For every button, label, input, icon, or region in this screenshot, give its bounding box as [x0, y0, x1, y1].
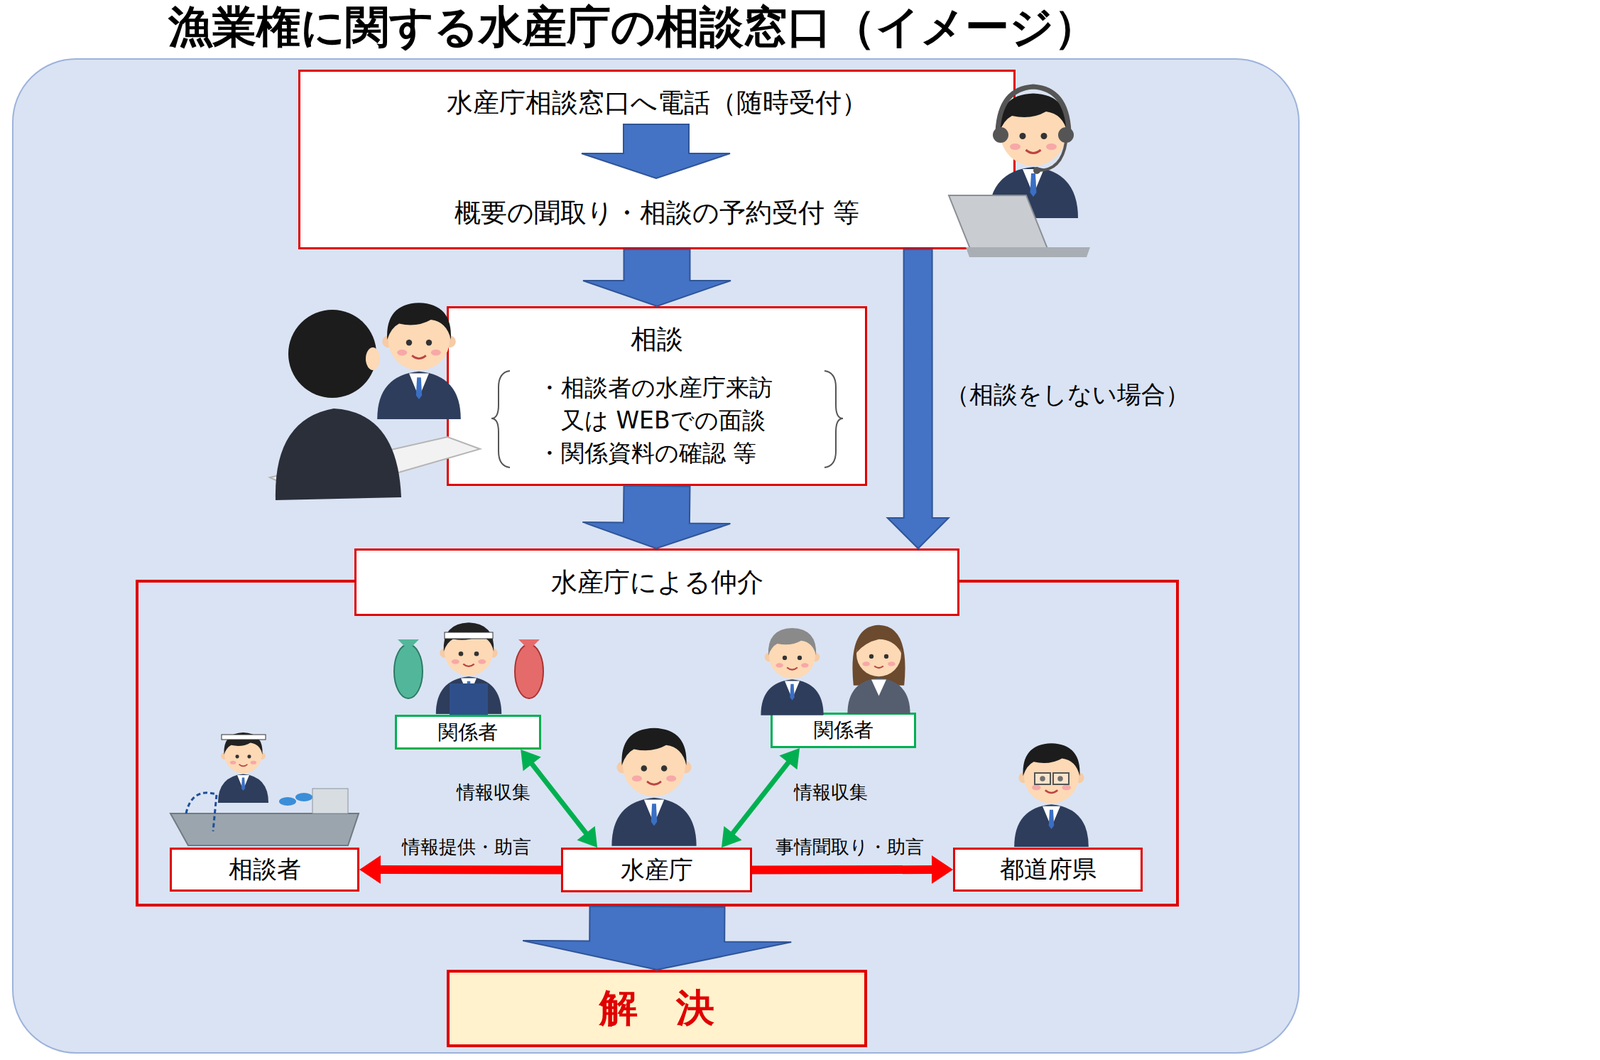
block-arrow: [582, 485, 731, 549]
group-box: 水産庁による仲介関係者 関係者相談者 水産庁 都道府県: [135, 548, 1179, 907]
party-box: 都道府県: [953, 847, 1143, 892]
arrow-head: [931, 855, 954, 884]
boat-illustration-part: [218, 732, 269, 803]
block-arrow: [583, 249, 731, 307]
bullet-list: ・相談者の水産庁来訪 又は WEBでの面談・関係資料の確認 等: [537, 371, 822, 470]
edge-label: 事情聞取り・助言: [775, 834, 924, 860]
desk-illustration: [269, 302, 481, 500]
connector-arrow: [752, 855, 954, 884]
desk-illustration-part: [269, 436, 481, 498]
operator-illustration-part: [1038, 142, 1066, 171]
operator-illustration-part: [988, 93, 1079, 219]
operator-illustration: [948, 86, 1091, 258]
connector-arrow: [359, 855, 562, 884]
operator-illustration-part: [992, 127, 1009, 143]
bullet-item: ・相談者の水産庁来訪 又は WEBでの面談: [537, 371, 822, 437]
box-text: 水産庁: [620, 853, 694, 887]
block-arrow: [887, 249, 949, 549]
bullet-item: ・関係資料の確認 等: [537, 436, 822, 470]
box-text: 水産庁相談窓口へ電話（随時受付）: [446, 87, 868, 119]
block-arrow-shape: [582, 485, 731, 549]
list-bracket-part: [491, 370, 510, 468]
box-text: 都道府県: [999, 852, 1097, 886]
connector-line: [531, 762, 587, 834]
boat-illustration-part: [170, 813, 359, 846]
connector-arrow: [520, 749, 598, 848]
arrow-head: [721, 825, 743, 848]
box-heading: 相談: [448, 323, 865, 356]
operator-illustration-part: [1058, 127, 1074, 143]
boat-illustration-part: [312, 788, 348, 814]
fisherman-illustration: [394, 622, 544, 715]
connector-arrow: [721, 747, 800, 848]
block-arrow-shape: [887, 249, 949, 549]
edge-label: （相談をしない場合）: [945, 378, 1190, 412]
office-people-illustration-part: [847, 624, 910, 714]
box-text: 概要の聞取り・相談の予約受付 等: [454, 197, 860, 229]
operator-illustration-part: [965, 247, 1091, 258]
party-box: 水産庁: [561, 847, 753, 892]
arrow-head: [577, 825, 598, 848]
boat-illustration-part: [221, 734, 266, 740]
party-box: 関係者: [394, 714, 542, 750]
operator-illustration-part: [997, 86, 1069, 132]
operator-illustration-part: [1033, 166, 1041, 174]
connector-line: [379, 864, 562, 874]
boat-illustration-part: [279, 796, 297, 806]
desk-illustration-part: [365, 347, 380, 370]
block-arrow: [522, 906, 792, 971]
prefecture-official-illustration: [1014, 742, 1089, 847]
office-people-illustration-part: [760, 627, 824, 716]
fisherman-illustration-part: [449, 683, 488, 715]
list-bracket: [491, 370, 843, 468]
box-text: 関係者: [438, 718, 498, 746]
prefecture-official-illustration-part: [1053, 772, 1069, 785]
block-arrow-shape: [522, 906, 792, 971]
process-box: 水産庁相談窓口へ電話（随時受付） 概要の聞取り・相談の予約受付 等: [298, 69, 1016, 250]
fisherman-illustration-part: [444, 632, 493, 639]
box-text: 相談者: [228, 852, 302, 886]
group-heading: 水産庁による仲介: [551, 564, 764, 601]
list-bracket-part: [824, 370, 843, 468]
prefecture-official-illustration-part: [1034, 772, 1051, 785]
box-text: 解 決: [599, 982, 715, 1034]
office-people-illustration: [760, 624, 910, 716]
boat-illustration: [170, 732, 359, 846]
operator-illustration-part: [948, 195, 1048, 249]
block-arrow-shape: [583, 249, 731, 307]
party-box: 関係者: [770, 712, 917, 748]
prefecture-official-illustration-part: [1014, 742, 1089, 847]
inner-arrow-part: [581, 124, 731, 179]
arrow-head: [779, 747, 800, 770]
boat-illustration-part: [186, 792, 217, 831]
official-illustration: [611, 727, 696, 846]
edge-label: 情報提供・助言: [401, 834, 532, 860]
fisherman-illustration-part: [518, 639, 540, 650]
box-text: 関係者: [813, 716, 874, 744]
fisherman-illustration-part: [436, 622, 502, 714]
party-box: 相談者: [169, 847, 360, 892]
edge-label: 情報収集: [456, 779, 531, 805]
fisherman-illustration-part: [514, 644, 544, 699]
desk-illustration-part: [275, 408, 402, 500]
official-illustration-part: [611, 727, 696, 846]
desk-illustration-part: [377, 302, 461, 419]
diagram-title: 漁業権に関する水産庁の相談窓口（イメージ）: [168, 1, 1098, 53]
arrow-head: [359, 855, 381, 884]
result-box: 解 決: [446, 969, 868, 1047]
connector-line: [732, 761, 789, 834]
boat-illustration-part: [295, 792, 313, 802]
inner-arrow: [581, 124, 731, 179]
arrow-head: [520, 749, 542, 771]
connector-line: [752, 864, 934, 874]
group-heading-box: 水産庁による仲介: [354, 548, 960, 616]
desk-illustration-part: [288, 309, 377, 398]
edge-label: 情報収集: [793, 779, 868, 805]
fisherman-illustration-part: [394, 644, 423, 699]
process-box: 相談・相談者の水産庁来訪 又は WEBでの面談・関係資料の確認 等: [446, 306, 868, 486]
fisherman-illustration-part: [397, 639, 419, 650]
